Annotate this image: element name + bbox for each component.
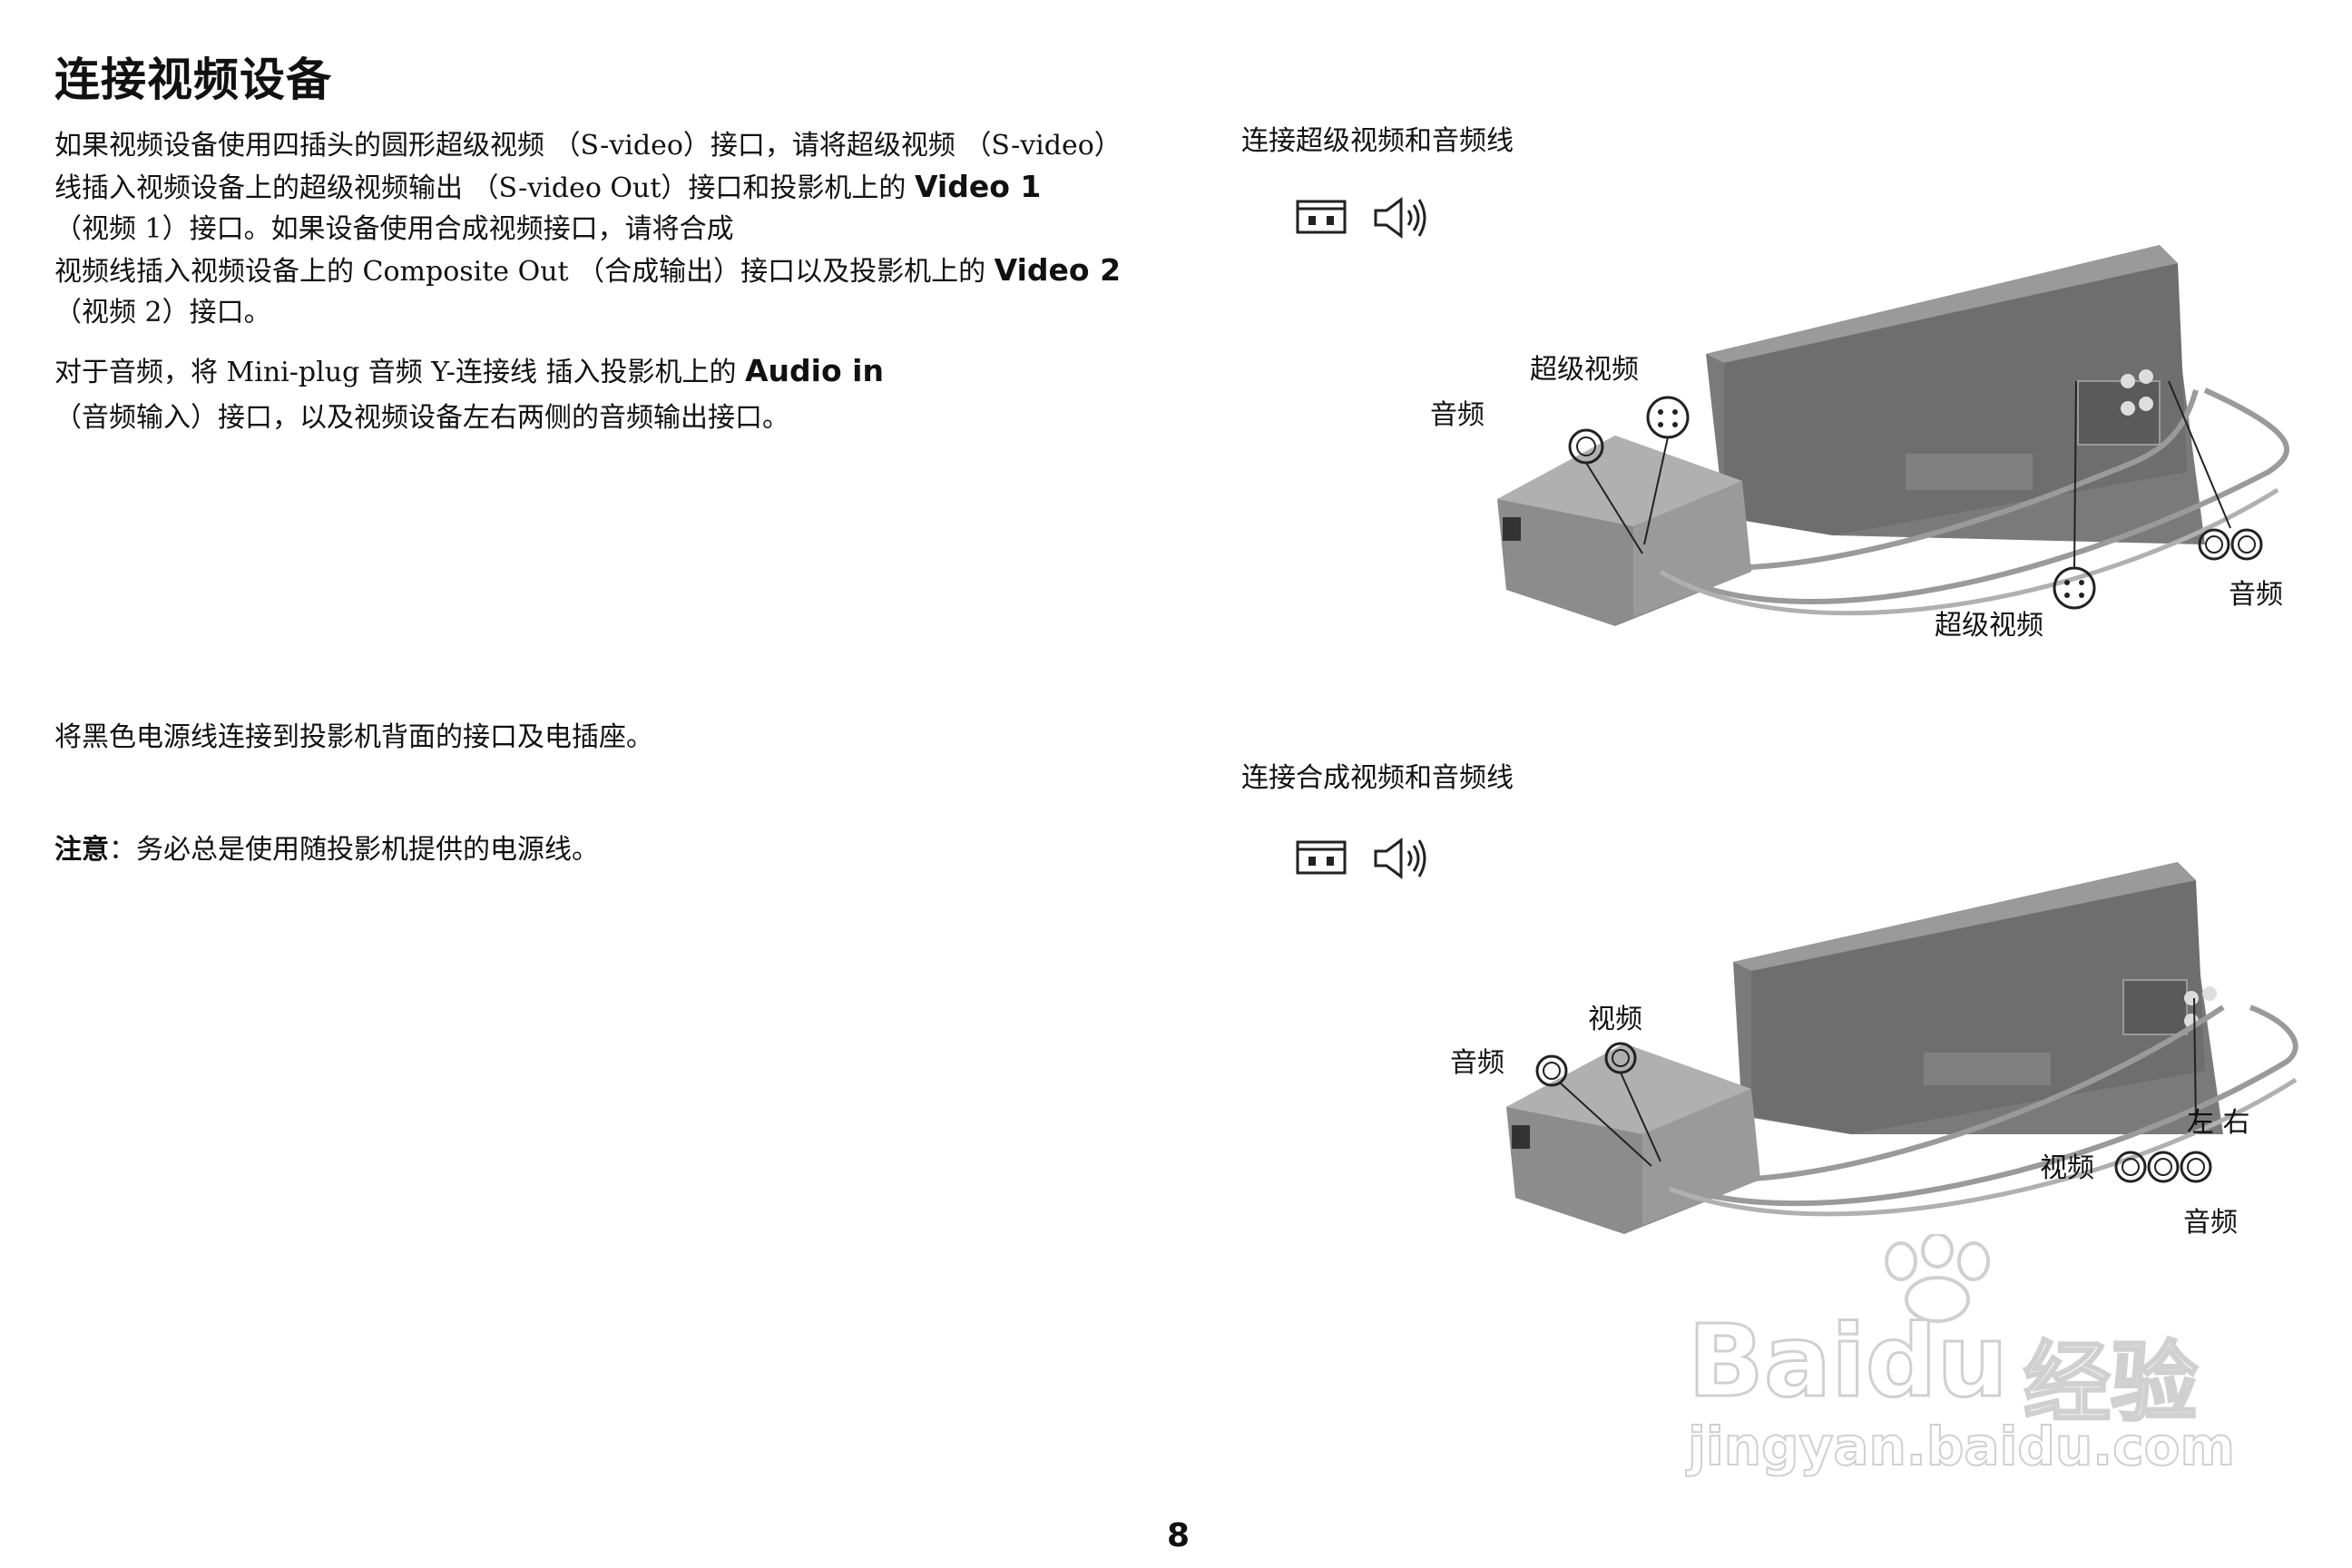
figure2-caption: 连接合成视频和音频线 (1241, 762, 1514, 794)
speaker-icon (1374, 197, 1426, 239)
video1-label: Video 1 (914, 169, 1042, 204)
p1-line2-text: 线插入视频设备上的超级视频输出 （S-video Out）接口和投影机上的 (54, 172, 915, 204)
fig1-label-svideo-top: 超级视频 (1530, 354, 1639, 386)
watermark-brand-du: du (1864, 1302, 2009, 1421)
paragraph-power: 将黑色电源线连接到投影机背面的接口及电插座。 (54, 721, 653, 753)
fig1-label-svideo-bottom: 超级视频 (1935, 610, 2043, 642)
note-text: ：务必总是使用随投影机提供的电源线。 (109, 834, 599, 866)
p1-line5: （视频 2）接口。 (54, 297, 271, 328)
speaker-icon (1374, 838, 1426, 879)
figure1-caption: 连接超级视频和音频线 (1241, 125, 1514, 157)
p1-line1: 如果视频设备使用四插头的圆形超级视频 （S-video）接口，请将超级视频 （S… (54, 130, 1122, 162)
p2-line2: （音频输入）接口，以及视频设备左右两侧的音频输出接口。 (54, 402, 789, 434)
video-connector-icon (1296, 200, 1347, 234)
note-label: 注意 (54, 834, 109, 866)
paw-logo-icon (1885, 1234, 1990, 1323)
page-number: 8 (1167, 1517, 1191, 1554)
paragraph-audio: 对于音频，将 Mini-plug 音频 Y-连接线 插入投影机上的 Audio … (54, 348, 884, 441)
watermark-brand-latin: Bai (1687, 1302, 1867, 1421)
page-title: 连接视频设备 (54, 54, 332, 106)
watermark-brand: Baidu (1687, 1302, 2010, 1421)
fig1-label-audio-right: 音频 (2229, 579, 2283, 611)
note: 注意：务必总是使用随投影机提供的电源线。 (54, 829, 599, 870)
paragraph-svideo: 如果视频设备使用四插头的圆形超级视频 （S-video）接口，请将超级视频 （S… (54, 125, 1122, 333)
audio-in-label: Audio in (745, 353, 884, 388)
p1-line3: （视频 1）接口。如果设备使用合成视频接口，请将合成 (54, 213, 734, 245)
composite-connection-illustration (1506, 862, 2298, 1234)
svideo-connection-illustration (1497, 245, 2289, 626)
fig2-label-audio-left: 音频 (1450, 1047, 1504, 1079)
p1-line2: 线插入视频设备上的超级视频输出 （S-video Out）接口和投影机上的 Vi… (54, 166, 1122, 209)
fig1-label-audio-left: 音频 (1430, 399, 1485, 431)
fig2-label-video-top: 视频 (1588, 1004, 1642, 1035)
video2-label: Video 2 (994, 252, 1122, 288)
fig2-label-left-right: 左 右 (2187, 1107, 2250, 1139)
watermark-url: jingyan.baidu.com (1687, 1415, 2236, 1478)
baidu-watermark: Baidu 经验 jingyan.baidu.com (1687, 1234, 2236, 1478)
p1-line4-text: 视频线插入视频设备上的 Composite Out （合成输出）接口以及投影机上… (54, 256, 995, 288)
p2-line1-text: 对于音频，将 Mini-plug 音频 Y-连接线 插入投影机上的 (54, 357, 746, 388)
video-connector-icon (1296, 840, 1347, 875)
watermark-brand-cn: 经验 (2023, 1331, 2200, 1436)
fig2-label-audio-right: 音频 (2183, 1207, 2238, 1239)
p1-line4: 视频线插入视频设备上的 Composite Out （合成输出）接口以及投影机上… (54, 250, 1122, 292)
fig2-label-video-right: 视频 (2040, 1152, 2094, 1184)
p2-line1: 对于音频，将 Mini-plug 音频 Y-连接线 插入投影机上的 Audio … (54, 348, 884, 396)
